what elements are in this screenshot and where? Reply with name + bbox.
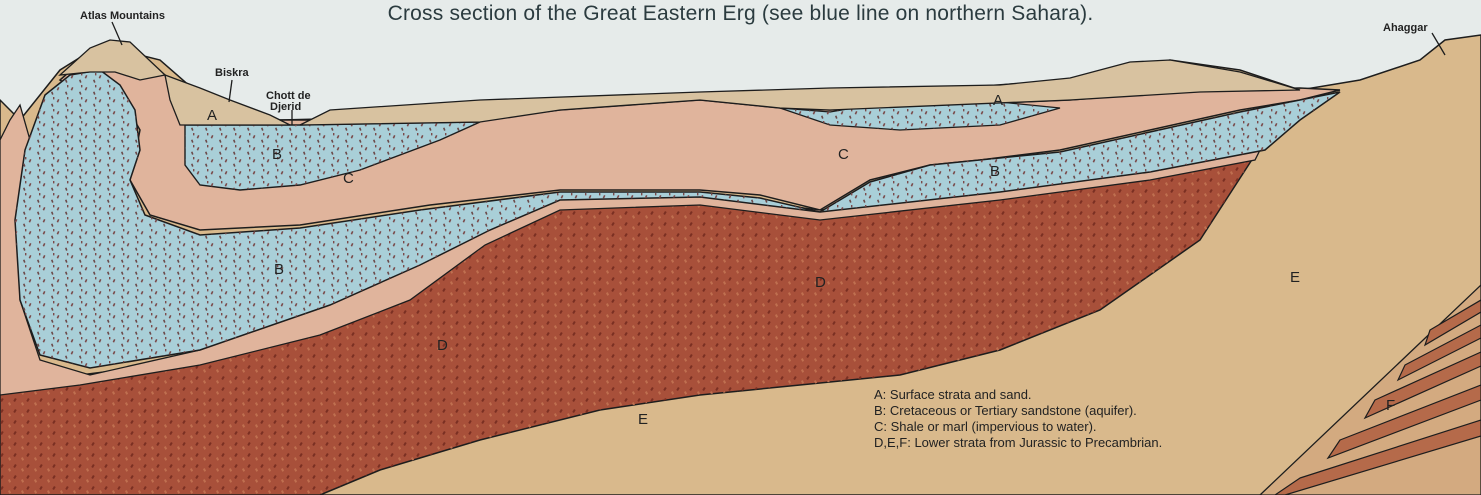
label-biskra: Biskra	[215, 67, 250, 79]
legend-item-c: C: Shale or marl (impervious to water).	[874, 419, 1162, 435]
stratum-label: A	[207, 107, 217, 124]
stratum-label: A	[993, 92, 1003, 109]
stratum-label: C	[838, 146, 849, 163]
stratum-label: B	[272, 146, 282, 163]
stratum-label: F	[1386, 397, 1395, 414]
stratum-label: E	[1290, 269, 1300, 286]
label-ahaggar: Ahaggar	[1383, 22, 1428, 34]
stratum-label: D	[437, 337, 448, 354]
label-chott-line2: Djerid	[270, 101, 301, 113]
stratum-label: B	[274, 261, 284, 278]
label-atlas-mountains: Atlas Mountains	[80, 10, 165, 22]
legend: A: Surface strata and sand. B: Cretaceou…	[874, 387, 1162, 451]
stratum-label: E	[638, 411, 648, 428]
stratum-label: B	[990, 163, 1000, 180]
biskra-pointer	[229, 80, 232, 102]
legend-item-def: D,E,F: Lower strata from Jurassic to Pre…	[874, 435, 1162, 451]
stratum-label: C	[343, 170, 354, 187]
stratum-label: D	[815, 274, 826, 291]
legend-item-b: B: Cretaceous or Tertiary sandstone (aqu…	[874, 403, 1162, 419]
legend-item-a: A: Surface strata and sand.	[874, 387, 1162, 403]
